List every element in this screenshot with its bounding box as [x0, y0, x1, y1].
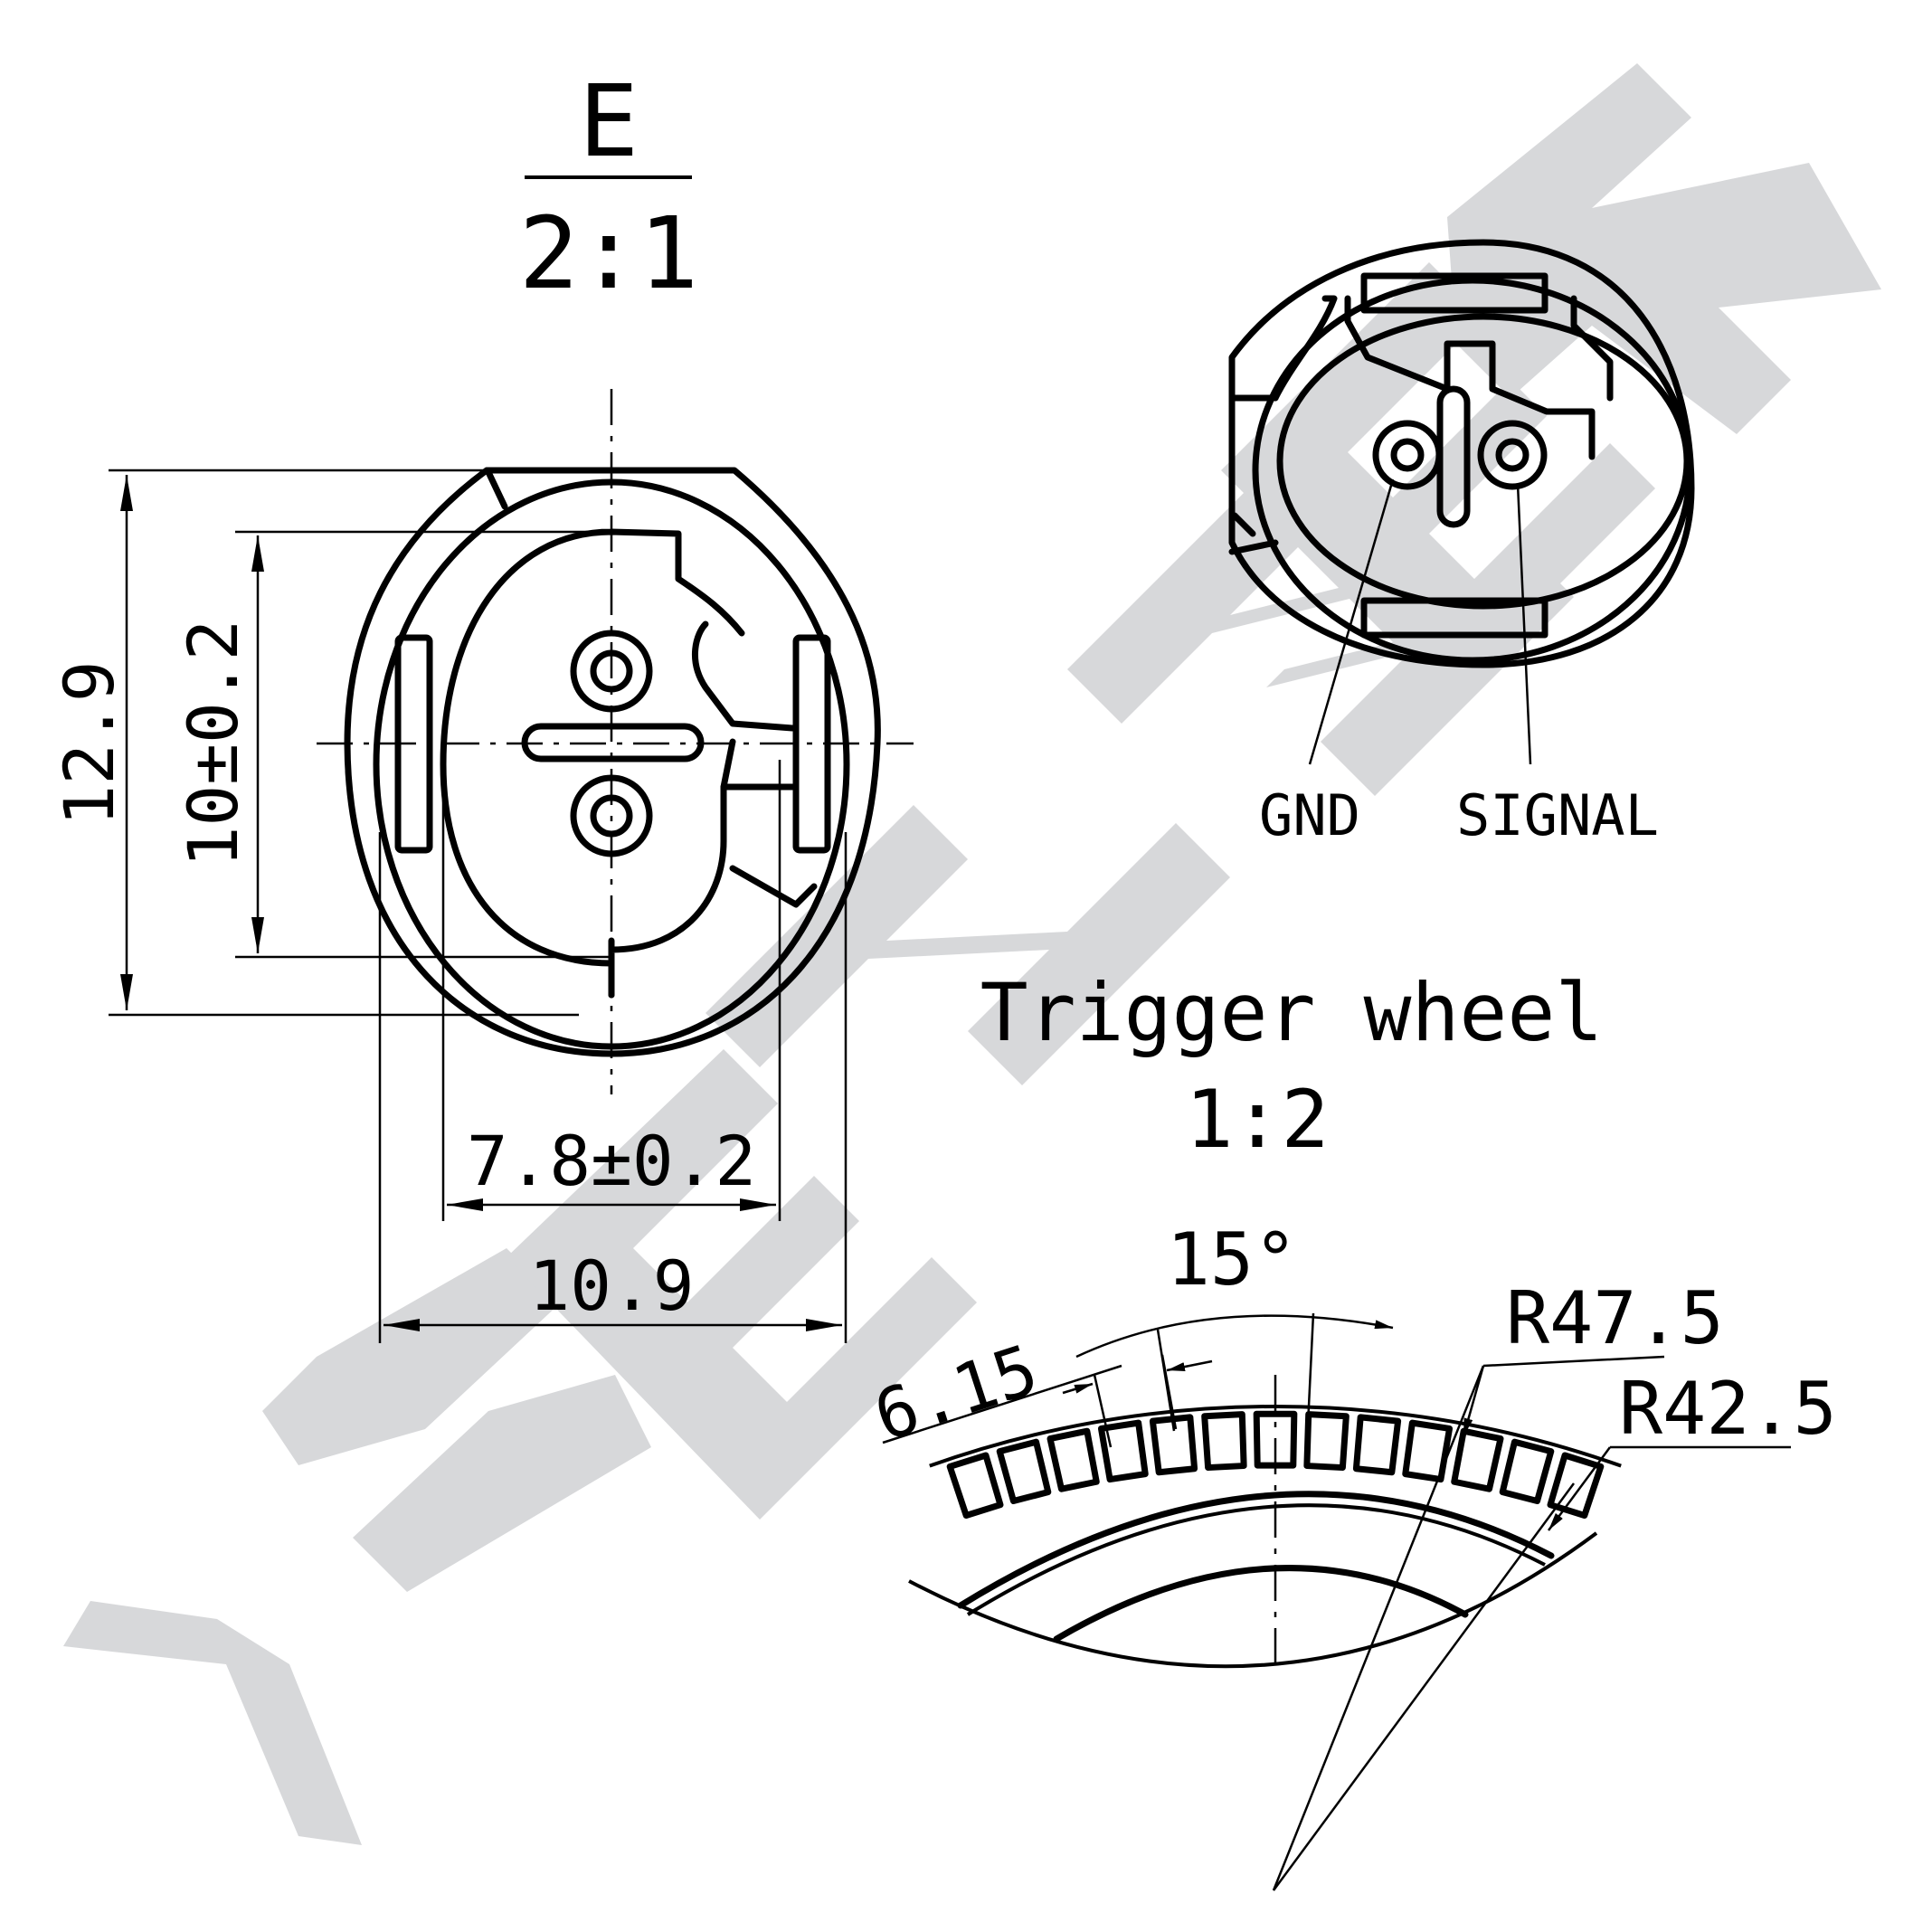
dim-line-6-15	[1062, 1382, 1094, 1395]
wheel-tooth	[1201, 1411, 1247, 1472]
label-signal: SIGNAL	[1456, 782, 1659, 848]
wheel-tooth	[996, 1438, 1052, 1505]
trigger-wheel-title: Trigger wheel	[980, 966, 1604, 1059]
wheel-tooth	[1352, 1414, 1402, 1476]
wheel-hub-arc	[1053, 1565, 1469, 1643]
wheel-tooth	[946, 1452, 1004, 1520]
wheel-tooth	[1303, 1411, 1350, 1472]
view-e-title: E	[579, 63, 639, 179]
left-slot	[394, 634, 433, 854]
right-slot	[792, 634, 831, 854]
dim-7-8: 7.8±0.2	[467, 1121, 756, 1201]
dim-10-9: 10.9	[528, 1245, 694, 1326]
angle-15: 15°	[1167, 1217, 1298, 1302]
view-e-scale: 2:1	[519, 195, 699, 311]
wheel-tooth	[1253, 1410, 1298, 1469]
face-bottom-tab	[1360, 597, 1548, 639]
face-core	[1276, 313, 1690, 610]
wheel-tooth	[1547, 1452, 1605, 1520]
face-pin-gnd	[1372, 420, 1443, 490]
pin-lower-inner	[590, 794, 633, 838]
wheel-tooth	[1451, 1427, 1504, 1492]
trigger-wheel: R47.5 R42.5 15° 6.15	[865, 1217, 1837, 1891]
dim-12-9: 12.9	[49, 660, 129, 826]
wheel-tooth	[1402, 1419, 1454, 1483]
pin-lower-outer	[570, 774, 653, 857]
pin-upper-inner	[590, 649, 633, 693]
connector-inner-ring	[373, 478, 850, 1050]
wheel-tooth	[1097, 1419, 1149, 1483]
wheel-tooth	[1046, 1427, 1100, 1492]
face-top-tab	[1360, 272, 1548, 314]
dim-arc-15	[1075, 1314, 1394, 1359]
connector-face-view: GND SIGNAL	[1228, 239, 1695, 848]
trigger-wheel-scale: 1:2	[1186, 1073, 1330, 1166]
dim-10: 10±0.2	[173, 620, 253, 868]
watermark	[63, 63, 1881, 1845]
view-e: E 2:1 12.9 10±0.2	[49, 63, 914, 1343]
center-bar	[521, 723, 705, 762]
face-pin-signal	[1477, 420, 1548, 490]
label-gnd: GND	[1259, 782, 1360, 848]
connector-core	[440, 528, 745, 999]
wheel-tooth	[1499, 1438, 1555, 1505]
connector-outer-body	[344, 467, 881, 1057]
leader-r47-5	[1462, 1365, 1485, 1437]
radius-r42-5: R42.5	[1619, 1367, 1837, 1451]
leader-r42-5	[1547, 1446, 1612, 1531]
wheel-tooth	[1149, 1414, 1198, 1476]
radius-r47-5: R47.5	[1506, 1276, 1724, 1360]
pin-upper-outer	[570, 630, 653, 713]
